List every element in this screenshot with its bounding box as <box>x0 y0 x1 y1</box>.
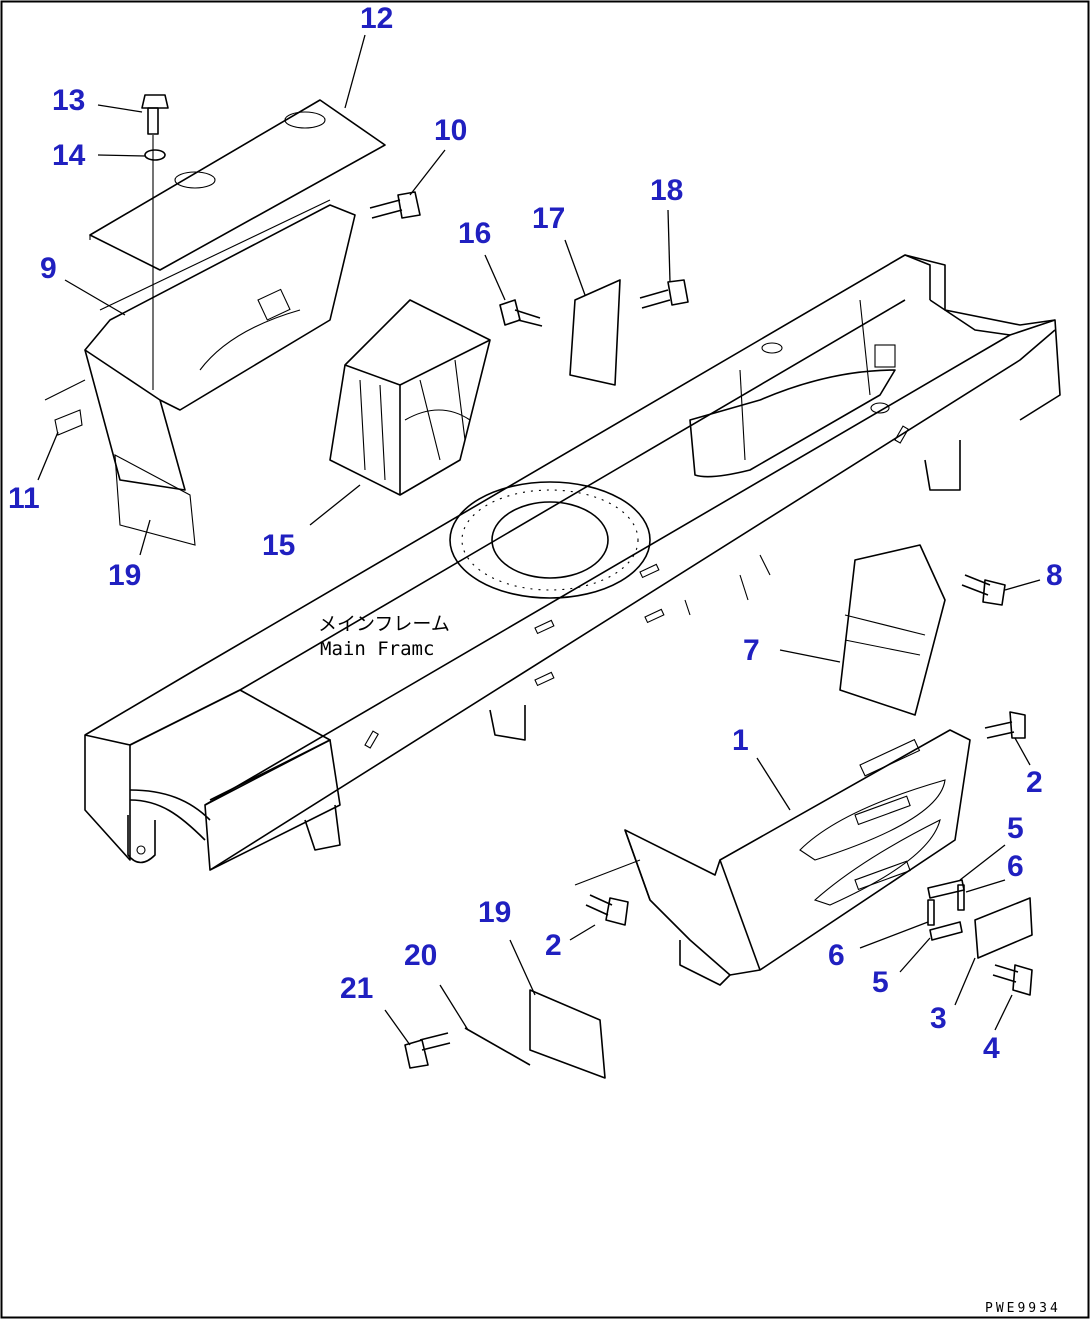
leader-lines <box>37 34 1041 1046</box>
right-cover-7 <box>839 544 946 716</box>
callout-1: 1 <box>732 724 749 757</box>
bolt-4 <box>992 964 1033 996</box>
callout-2-lower: 2 <box>545 929 562 962</box>
rod-20 <box>464 1027 531 1066</box>
callout-19-upper: 19 <box>108 559 141 592</box>
callout-14: 14 <box>52 139 86 172</box>
callout-10: 10 <box>434 114 467 147</box>
callout-19-lower: 19 <box>478 896 511 929</box>
callout-9: 9 <box>40 252 57 285</box>
cover-3 <box>974 897 1033 959</box>
callout-3: 3 <box>930 1002 947 1035</box>
pad-5-lower <box>929 921 963 941</box>
bolt-2-upper <box>984 711 1026 739</box>
main-frame-en-label: Main Framc <box>320 638 434 660</box>
callout-5-upper: 5 <box>1007 812 1024 845</box>
bolt-21 <box>404 1032 451 1069</box>
callout-20: 20 <box>404 939 437 972</box>
bolt-8 <box>961 574 1006 606</box>
right-fender-1 <box>574 729 971 986</box>
callout-2-upper: 2 <box>1026 766 1043 799</box>
callout-13: 13 <box>52 84 85 117</box>
callout-15: 15 <box>262 529 295 562</box>
main-frame-jp-label: メインフレーム <box>318 613 450 635</box>
callout-17: 17 <box>532 202 565 235</box>
left-fender-assembly <box>44 99 386 546</box>
callout-16: 16 <box>458 217 491 250</box>
plate-19-lower <box>529 989 606 1079</box>
plate-17 <box>569 279 621 386</box>
callout-6-upper: 6 <box>1007 850 1024 883</box>
callout-12: 12 <box>360 2 393 35</box>
callout-11: 11 <box>8 482 40 515</box>
bolt-10 <box>369 191 421 219</box>
battery-box-15 <box>329 299 491 496</box>
bolt-16 <box>499 299 543 327</box>
main-frame: メインフレーム Main Framc <box>84 254 1061 871</box>
callout-21: 21 <box>340 972 373 1005</box>
bolt-2-lower <box>585 894 629 926</box>
callout-8: 8 <box>1046 559 1063 592</box>
bolt-18 <box>639 279 689 309</box>
callout-4: 4 <box>983 1032 1000 1065</box>
drawing-code: PWE9934 <box>985 1301 1061 1316</box>
callout-6-lower: 6 <box>828 939 845 972</box>
bolt-13 <box>141 94 169 390</box>
callout-7: 7 <box>743 634 760 667</box>
callout-numbers: 12 13 14 10 9 16 17 18 11 15 19 8 7 1 2 … <box>8 2 1063 1065</box>
callout-5-lower: 5 <box>872 966 889 999</box>
pad-6-upper <box>957 884 965 911</box>
pad-6-lower <box>927 899 935 926</box>
callout-18: 18 <box>650 174 683 207</box>
washer-14 <box>144 149 166 161</box>
